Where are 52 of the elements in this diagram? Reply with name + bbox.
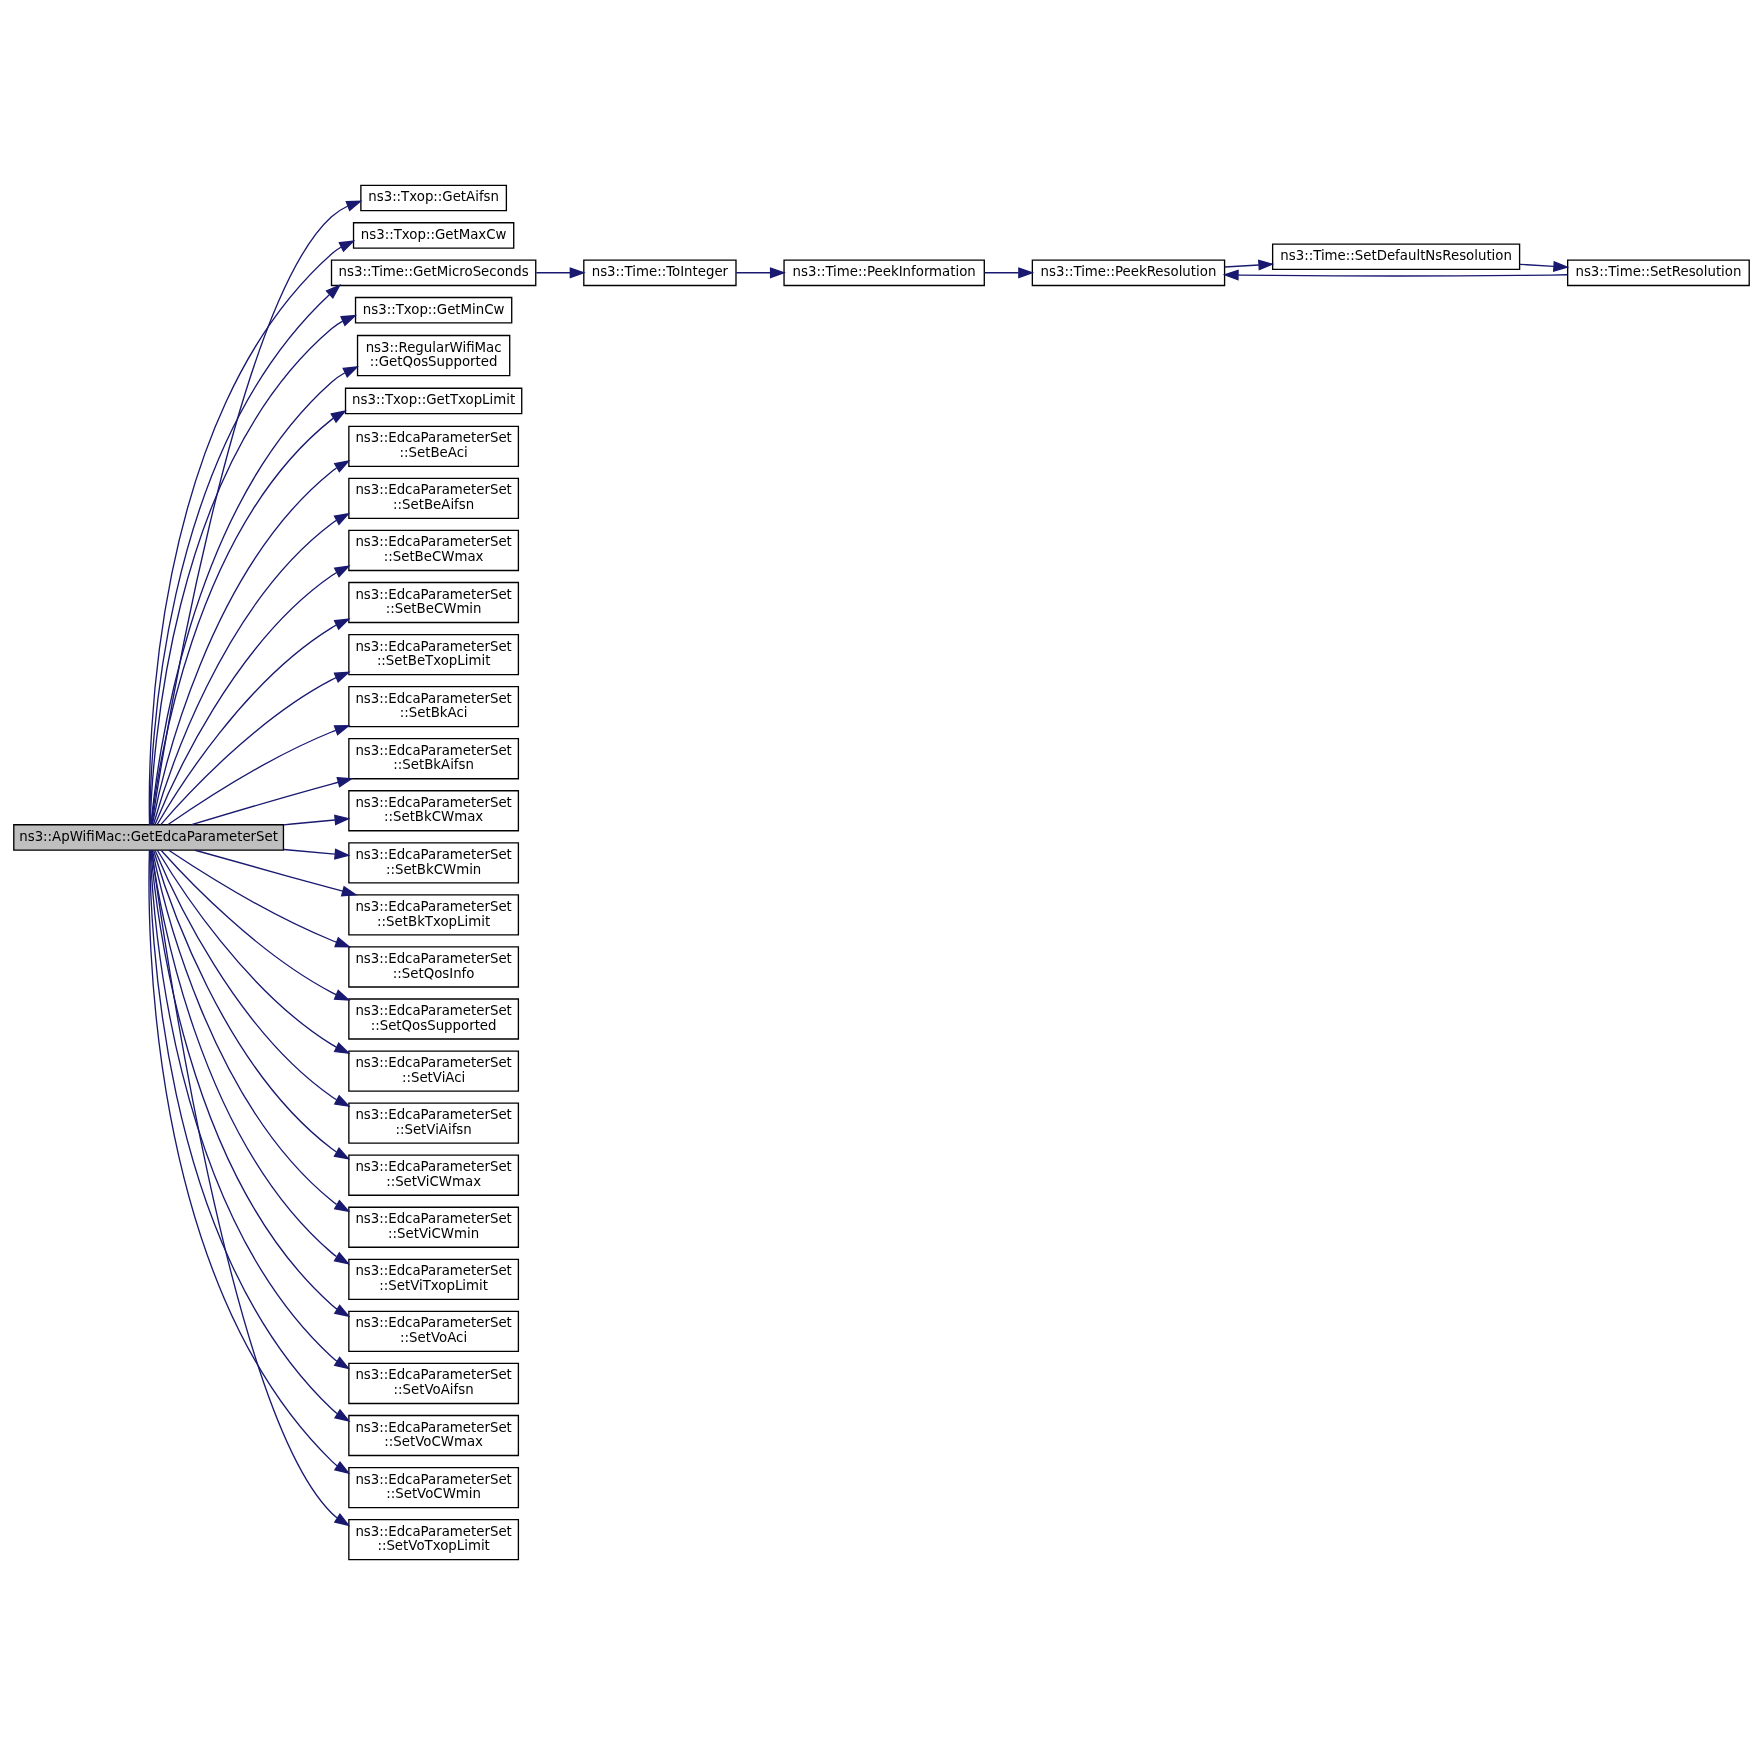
node-box: ns3::EdcaParameterSet ::SetBeTxopLimit xyxy=(348,633,520,676)
node-box: ns3::Time::SetResolution xyxy=(1567,259,1750,287)
node-box: ns3::ApWifiMac::GetEdcaParameterSet xyxy=(13,824,285,851)
node-box: ns3::Txop::GetMaxCw xyxy=(352,222,515,249)
node-box: ns3::EdcaParameterSet ::SetVoCWmax xyxy=(348,1414,520,1457)
node-box: ns3::EdcaParameterSet ::SetBkTxopLimit xyxy=(348,894,520,936)
arrow xyxy=(1222,269,1569,281)
node-box: ns3::EdcaParameterSet ::SetVoAci xyxy=(348,1310,520,1353)
arrow xyxy=(156,618,351,826)
arrow xyxy=(167,725,351,826)
node-box: ns3::Txop::GetAifsn xyxy=(360,184,508,212)
node-box: ns3::EdcaParameterSet ::SetViCWmax xyxy=(348,1154,520,1196)
arrow xyxy=(160,849,351,1001)
node-box: ns3::EdcaParameterSet ::SetQosSupported xyxy=(348,998,520,1040)
node-box: ns3::Time::PeekResolution xyxy=(1031,259,1226,287)
node-box: ns3::Time::ToInteger xyxy=(583,259,737,287)
node-box: ns3::RegularWifiMac ::GetQosSupported xyxy=(356,334,511,377)
arrow xyxy=(194,849,358,897)
node-box: ns3::EdcaParameterSet ::SetBeCWmin xyxy=(348,581,520,624)
arrow xyxy=(535,267,586,279)
node-box: ns3::EdcaParameterSet ::SetVoTxopLimit xyxy=(348,1518,520,1561)
node-box: ns3::EdcaParameterSet ::SetBkAci xyxy=(348,685,520,728)
arrow xyxy=(283,848,351,860)
arrow xyxy=(190,776,354,826)
node-box: ns3::EdcaParameterSet ::SetViAci xyxy=(348,1050,520,1092)
node-box: ns3::EdcaParameterSet ::SetQosInfo xyxy=(348,946,520,988)
arrow xyxy=(160,671,351,826)
arrow xyxy=(1519,260,1570,272)
node-box: ns3::EdcaParameterSet ::SetViAifsn xyxy=(348,1102,520,1144)
node-box: ns3::Time::PeekInformation xyxy=(783,259,985,287)
node-box: ns3::EdcaParameterSet ::SetViCWmin xyxy=(348,1206,520,1248)
arrow xyxy=(156,849,351,1055)
node-box: ns3::Time::SetDefaultNsResolution xyxy=(1271,243,1521,271)
node-box: ns3::EdcaParameterSet ::SetBkCWmin xyxy=(348,842,520,884)
node-box: ns3::EdcaParameterSet ::SetBeCWmax xyxy=(348,529,520,572)
node-box: ns3::Time::GetMicroSeconds xyxy=(330,259,537,287)
node-box: ns3::EdcaParameterSet ::SetBeAifsn xyxy=(348,477,520,520)
node-box: ns3::EdcaParameterSet ::SetVoCWmin xyxy=(348,1466,520,1509)
arrow xyxy=(735,267,786,279)
arrow xyxy=(154,850,351,1108)
node-box: ns3::EdcaParameterSet ::SetVoAifsn xyxy=(348,1362,520,1405)
node-box: ns3::EdcaParameterSet ::SetBkAifsn xyxy=(348,738,520,780)
arrow xyxy=(283,814,351,826)
node-box: ns3::EdcaParameterSet ::SetBeAci xyxy=(348,425,520,467)
node-box: ns3::EdcaParameterSet ::SetViTxopLimit xyxy=(348,1258,520,1300)
arrow xyxy=(168,849,352,948)
node-box: ns3::Txop::GetMinCw xyxy=(354,296,513,324)
arrow xyxy=(983,267,1035,279)
node-box: ns3::Txop::GetTxopLimit xyxy=(344,387,523,415)
arrow xyxy=(1224,259,1275,271)
node-box: ns3::EdcaParameterSet ::SetBkCWmax xyxy=(348,790,520,832)
arrow xyxy=(154,565,351,826)
